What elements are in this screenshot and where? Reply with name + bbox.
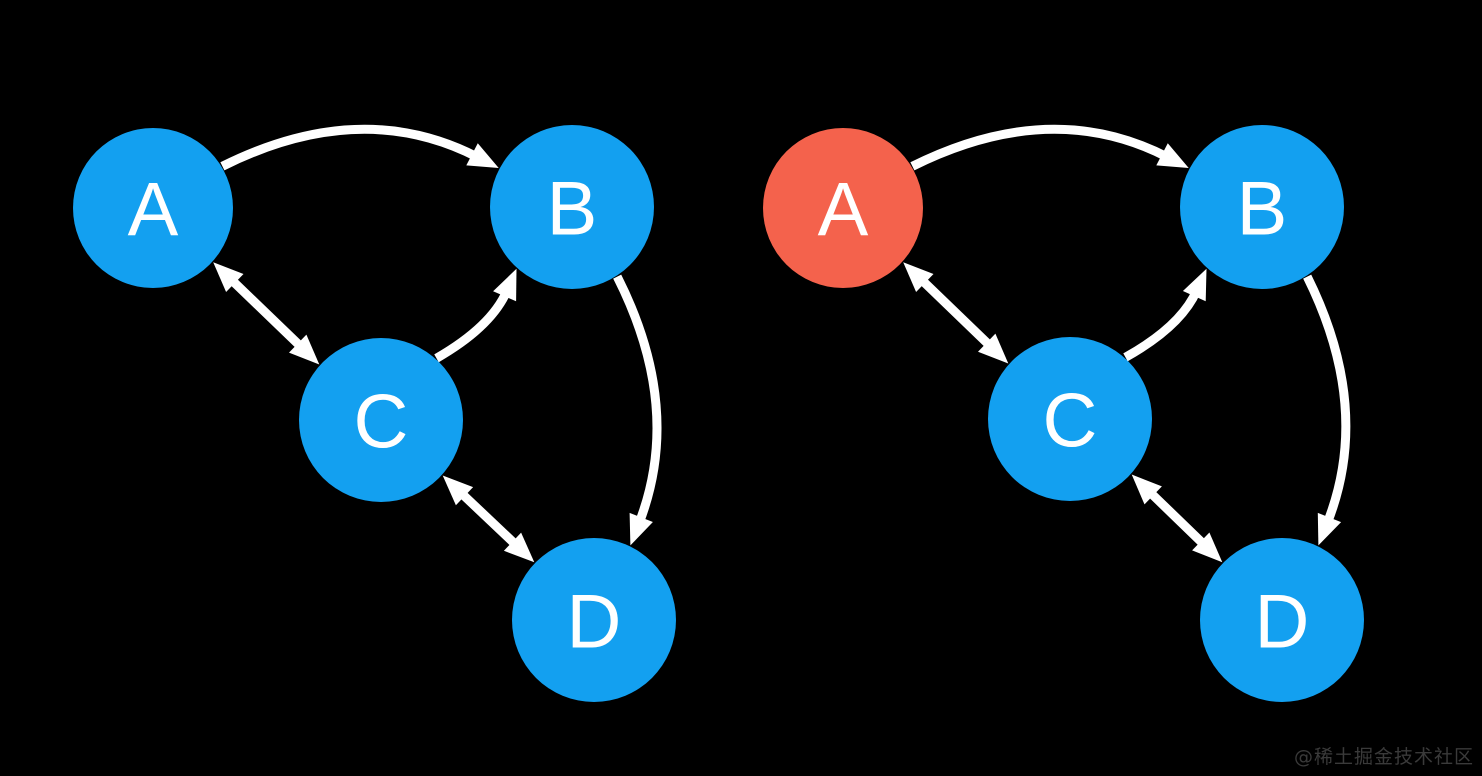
- right-graph-node-label-D: D: [1255, 580, 1310, 665]
- arrowhead-icon: [629, 512, 653, 546]
- left-graph-edge-C-D: [442, 475, 535, 563]
- arrowhead-icon: [503, 532, 535, 563]
- left-graph-node-B: [490, 125, 654, 289]
- watermark-text: @稀土掘金技术社区: [1293, 746, 1474, 768]
- left-graph-edge-line-A-B: [220, 124, 480, 171]
- left-graph-edge-line-C-D: [457, 488, 520, 550]
- arrowhead-icon: [442, 475, 474, 506]
- right-graph-node-label-A: A: [818, 168, 869, 253]
- left-graph-node-label-A: A: [128, 168, 179, 253]
- right-graph-edge-A-C: [903, 262, 1009, 364]
- right-graph-edge-C-D: [1131, 474, 1223, 563]
- arrowhead-icon: [1182, 268, 1207, 302]
- right-graph-edge-line-C-B: [1123, 288, 1201, 362]
- left-graph-edge-C-B: [434, 268, 517, 363]
- right-graph-edge-B-D: [1303, 274, 1351, 546]
- left-graph-node-label-D: D: [567, 580, 622, 665]
- left-graph-node-A: [73, 128, 233, 288]
- right-graph-node-A: [763, 128, 923, 288]
- right-graph-edge-C-B: [1123, 268, 1207, 362]
- right-graph-node-label-B: B: [1237, 167, 1288, 252]
- right-graph-edge-line-A-C: [917, 275, 995, 351]
- right-graph-edge-line-A-B: [910, 124, 1170, 171]
- left-graph-edge-line-C-B: [434, 288, 512, 363]
- left-graph-node-label-C: C: [354, 380, 409, 465]
- left-graph: A B C D: [73, 124, 676, 702]
- right-graph-edge-line-B-D: [1303, 274, 1351, 525]
- right-graph-edge-line-C-D: [1145, 487, 1209, 549]
- arrowhead-icon: [289, 334, 320, 365]
- left-graph-edge-A-C: [213, 262, 320, 365]
- arrowhead-icon: [1156, 143, 1189, 168]
- arrowhead-icon: [978, 333, 1009, 364]
- left-graph-edge-line-B-D: [613, 274, 662, 525]
- left-graph-edge-B-D: [613, 274, 662, 546]
- left-graph-node-C: [299, 338, 463, 502]
- right-graph-node-D: [1200, 538, 1364, 702]
- arrowhead-icon: [466, 143, 499, 168]
- left-graph-node-D: [512, 538, 676, 702]
- left-graph-node-label-B: B: [547, 167, 598, 252]
- right-graph: A B C D: [763, 124, 1364, 702]
- arrowhead-icon: [493, 268, 517, 302]
- left-graph-edge-A-B: [220, 124, 499, 171]
- right-graph-node-C: [988, 337, 1152, 501]
- right-graph-edge-A-B: [910, 124, 1189, 171]
- arrowhead-icon: [1317, 512, 1342, 546]
- right-graph-node-label-C: C: [1043, 379, 1098, 464]
- left-graph-edge-line-A-C: [227, 275, 306, 352]
- arrowhead-icon: [1131, 474, 1162, 505]
- right-graph-node-B: [1180, 125, 1344, 289]
- arrowhead-icon: [903, 262, 934, 292]
- arrowhead-icon: [213, 262, 244, 292]
- arrowhead-icon: [1192, 532, 1223, 563]
